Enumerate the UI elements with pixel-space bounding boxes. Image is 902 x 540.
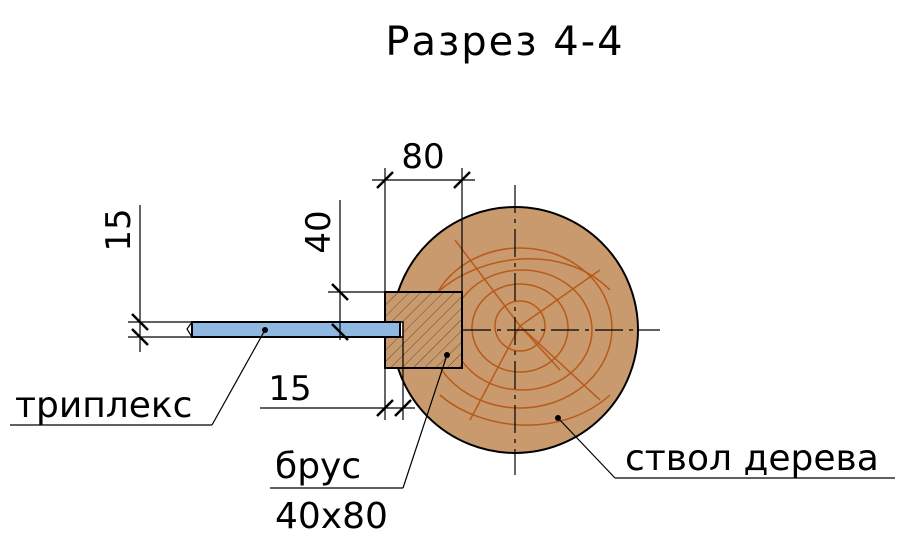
callout-glass-label: триплекс [15, 385, 192, 426]
callout-beam-label-2: 40x80 [275, 496, 388, 537]
dimension-15-offset-label: 15 [268, 369, 311, 409]
glass-pane [186, 321, 401, 338]
drawing-title: Разрез 4-4 [385, 19, 624, 65]
tree-trunk [375, 185, 660, 475]
dimension-15-thickness-label: 15 [99, 208, 139, 251]
callout-trunk: ствол дерева [555, 415, 895, 479]
callout-beam-label-1: брус [275, 446, 361, 487]
callout-glass: триплекс [10, 327, 268, 426]
dimension-15-thickness: 15 [99, 205, 192, 352]
callout-trunk-label: ствол дерева [625, 438, 879, 479]
dimension-40: 40 [299, 200, 385, 341]
callout-beam: брус 40x80 [270, 352, 450, 537]
dimension-15-offset: 15 [260, 337, 415, 420]
dimension-40-label: 40 [299, 210, 339, 253]
glass-rect [191, 321, 401, 338]
dimension-80-label: 80 [401, 137, 444, 177]
dimension-80: 80 [372, 137, 475, 292]
